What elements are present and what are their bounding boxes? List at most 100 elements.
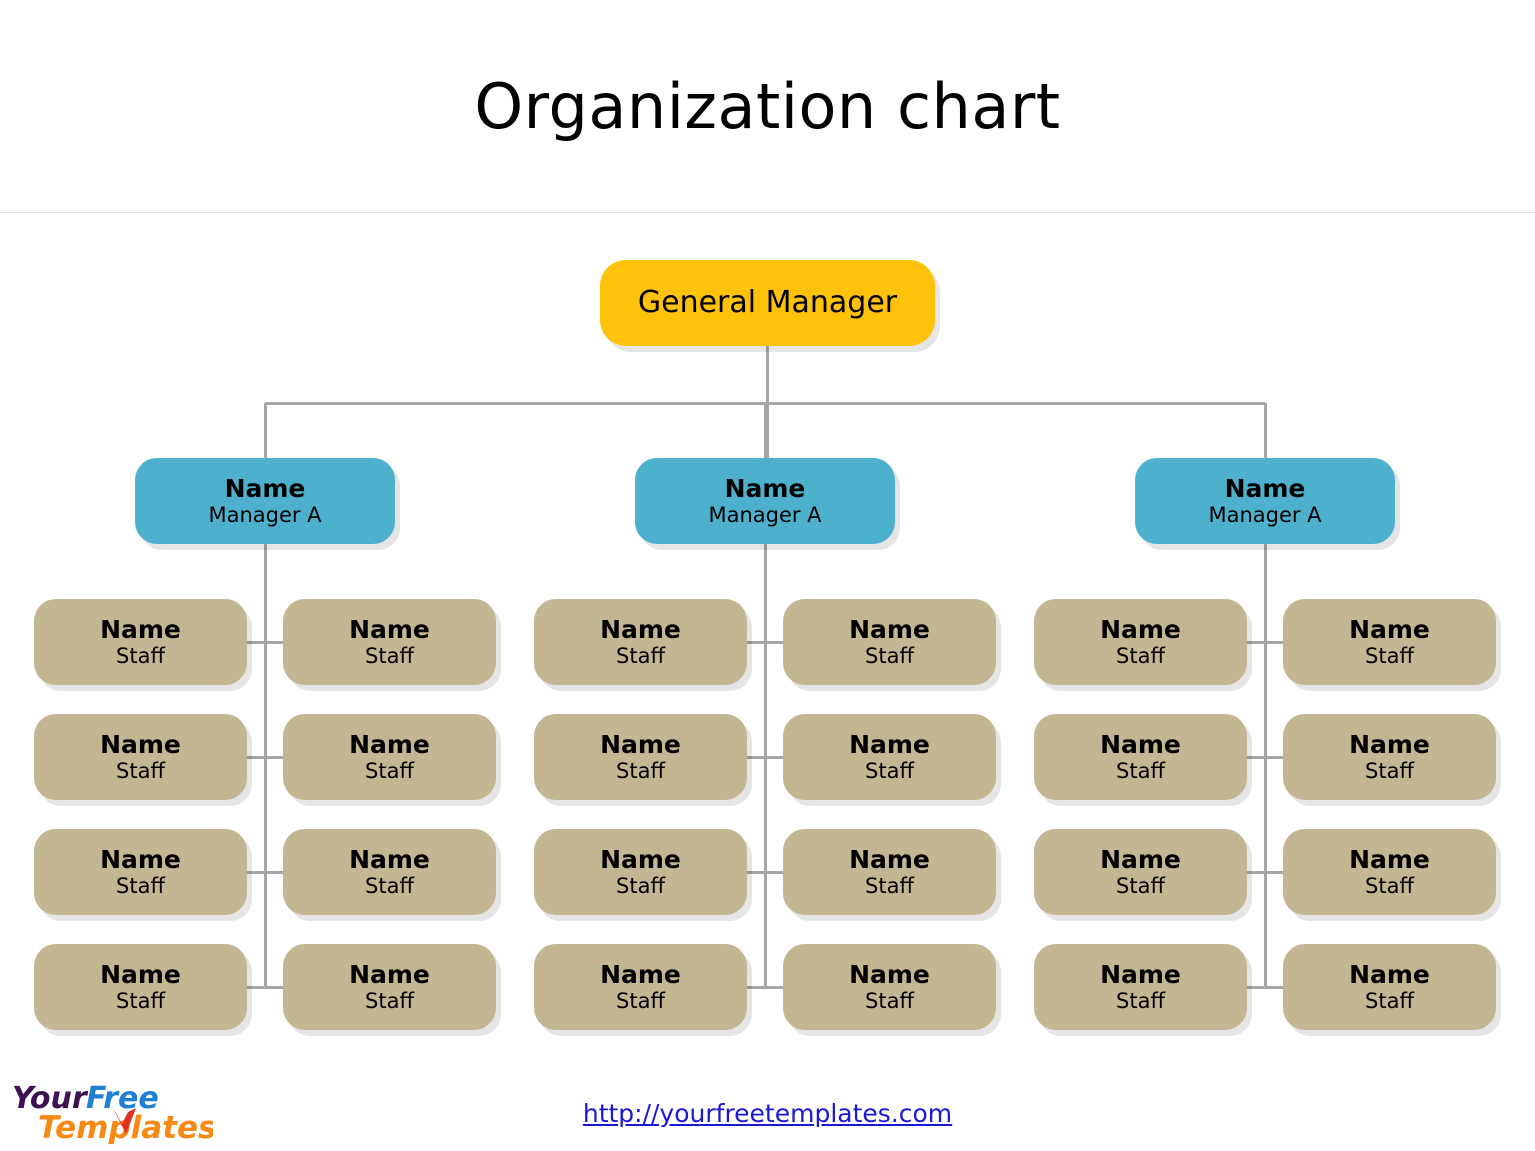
node-name: Name — [100, 729, 181, 759]
connector-horizontal — [1247, 755, 1265, 759]
node-name: Name — [1349, 844, 1430, 874]
node-name: Name — [100, 614, 181, 644]
node-role: Manager A — [208, 502, 322, 527]
node-name: Name — [600, 844, 681, 874]
connector-vertical — [763, 403, 767, 458]
connector-horizontal — [765, 985, 783, 989]
node-role: Staff — [865, 758, 914, 783]
node-name: Name — [849, 729, 930, 759]
node-name: Name — [1349, 959, 1430, 989]
page-title: Organization chart — [474, 70, 1061, 143]
connector-horizontal — [247, 985, 265, 989]
node-role: Staff — [365, 988, 414, 1013]
node-role: Staff — [616, 643, 665, 668]
node-name: Name — [349, 614, 430, 644]
node-role: Staff — [1116, 758, 1165, 783]
connector-horizontal — [1265, 755, 1283, 759]
node-name: Name — [100, 959, 181, 989]
connector-horizontal — [265, 755, 283, 759]
node-role: Staff — [616, 988, 665, 1013]
node-role: Staff — [116, 758, 165, 783]
node-name: Name — [849, 959, 930, 989]
yourfreetemplates-logo: Your Free Templates — [8, 1078, 213, 1144]
connector-horizontal — [1265, 870, 1283, 874]
node-role: Staff — [865, 873, 914, 898]
node-name: Name — [1100, 959, 1181, 989]
connector-horizontal — [765, 640, 783, 644]
node-name: Name — [349, 729, 430, 759]
node-role: Staff — [1116, 873, 1165, 898]
connector-horizontal — [747, 640, 765, 644]
header-divider — [0, 212, 1535, 213]
svg-text:Free: Free — [86, 1081, 159, 1116]
connector-horizontal — [247, 640, 265, 644]
node-role: Staff — [116, 643, 165, 668]
connector-horizontal — [765, 755, 783, 759]
connector-vertical — [763, 544, 767, 987]
node-role: Staff — [116, 988, 165, 1013]
node-role: Staff — [1116, 988, 1165, 1013]
connector-horizontal — [265, 640, 283, 644]
node-name: Name — [1224, 473, 1306, 503]
node-role: Staff — [865, 643, 914, 668]
node-name: Name — [1349, 614, 1430, 644]
connector-horizontal — [247, 870, 265, 874]
node-role: Staff — [1116, 643, 1165, 668]
connector-vertical — [263, 544, 267, 987]
node-name: Name — [224, 473, 306, 503]
node-role: Staff — [365, 758, 414, 783]
connector-horizontal — [1247, 640, 1265, 644]
node-name: Name — [849, 614, 930, 644]
connector-horizontal — [265, 985, 283, 989]
node-name: Name — [1100, 729, 1181, 759]
node-role: Staff — [365, 643, 414, 668]
connector-horizontal — [1265, 985, 1283, 989]
connector-vertical — [1263, 403, 1267, 458]
node-role: Staff — [1365, 873, 1414, 898]
node-name: Name — [1349, 729, 1430, 759]
node-name: Name — [724, 473, 806, 503]
footer-url-link[interactable]: http://yourfreetemplates.com — [582, 1099, 953, 1128]
node-name: Name — [1100, 844, 1181, 874]
general-manager-node[interactable]: General Manager — [600, 260, 935, 346]
connector-horizontal — [247, 755, 265, 759]
connector-vertical — [1263, 544, 1267, 987]
connector-horizontal — [265, 870, 283, 874]
node-role: Staff — [1365, 988, 1414, 1013]
connector-horizontal — [747, 985, 765, 989]
connector-horizontal — [1247, 985, 1265, 989]
connector-horizontal — [747, 870, 765, 874]
node-role: Staff — [616, 873, 665, 898]
connector-horizontal — [765, 870, 783, 874]
node-role: Staff — [116, 873, 165, 898]
svg-text:Your: Your — [12, 1081, 89, 1116]
